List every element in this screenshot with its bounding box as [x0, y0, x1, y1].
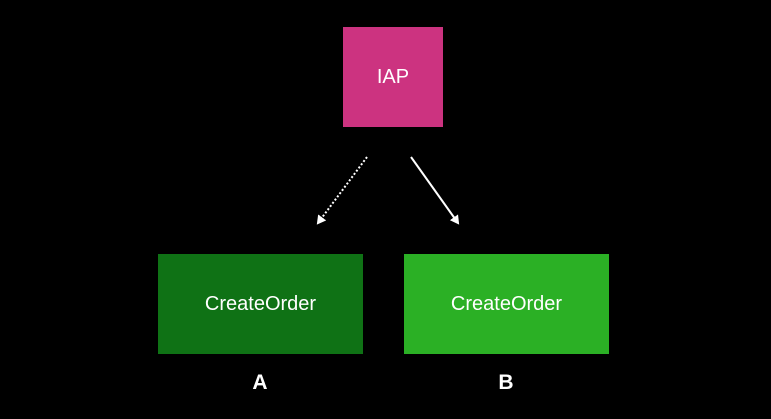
solid-arrow-to-b	[410, 156, 460, 225]
create-order-node-b: CreateOrder	[404, 254, 609, 354]
option-a-label: A	[252, 371, 268, 394]
dotted-arrow-to-a	[316, 156, 368, 225]
option-b-label: B	[498, 371, 514, 394]
create-order-a-label: CreateOrder	[204, 292, 317, 315]
iap-node: IAP	[343, 27, 443, 127]
iap-node-label: IAP	[376, 65, 410, 88]
create-order-node-a: CreateOrder	[158, 254, 363, 354]
create-order-b-label: CreateOrder	[450, 292, 563, 315]
